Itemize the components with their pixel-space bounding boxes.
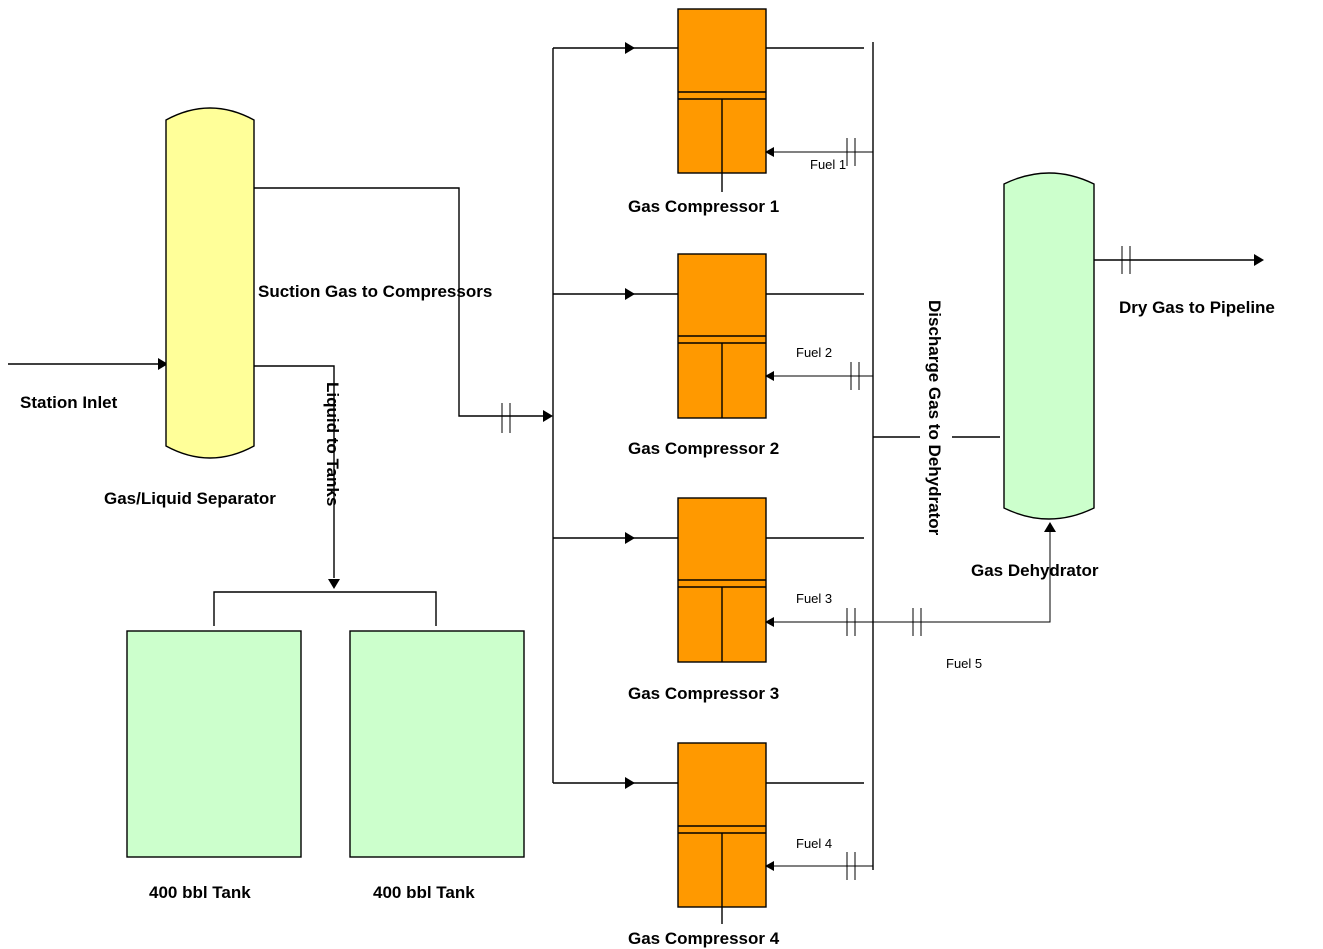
station-inlet-label: Station Inlet bbox=[20, 393, 118, 412]
fuel-arrow-5 bbox=[1044, 522, 1056, 532]
gas-compressor-1 bbox=[677, 8, 767, 192]
suction-arrow-1 bbox=[625, 42, 635, 54]
tank-manifold-line bbox=[213, 591, 437, 626]
discharge-gas-label: Discharge Gas to Dehydrator bbox=[925, 300, 944, 536]
compressor-2-label: Gas Compressor 2 bbox=[628, 439, 779, 458]
compressor-4-label: Gas Compressor 4 bbox=[628, 929, 780, 948]
gas-compressor-3 bbox=[677, 497, 767, 663]
fuel-arrow-2 bbox=[765, 371, 774, 381]
liquid-outlet-line bbox=[254, 365, 335, 578]
fuel-2-label: Fuel 2 bbox=[796, 345, 832, 360]
dehydrator-label: Gas Dehydrator bbox=[971, 561, 1099, 580]
fuel-arrow-1 bbox=[765, 147, 774, 157]
dry-gas-label: Dry Gas to Pipeline bbox=[1119, 298, 1275, 317]
compressor-3-label: Gas Compressor 3 bbox=[628, 684, 779, 703]
suction-arrow-3 bbox=[625, 532, 635, 544]
separator-gas-outlet-line bbox=[254, 187, 545, 417]
suction-arrow-2 bbox=[625, 288, 635, 300]
liquid-to-tanks-label: Liquid to Tanks bbox=[323, 382, 342, 506]
fuel-5-label: Fuel 5 bbox=[946, 656, 982, 671]
fuel-arrow-4 bbox=[765, 861, 774, 871]
suction-arrow-4 bbox=[625, 777, 635, 789]
separator-label: Gas/Liquid Separator bbox=[104, 489, 276, 508]
liquid-outlet-arrow bbox=[328, 579, 340, 589]
compressor-1-label: Gas Compressor 1 bbox=[628, 197, 779, 216]
fuel-3-label: Fuel 3 bbox=[796, 591, 832, 606]
gas-liquid-separator bbox=[165, 107, 255, 459]
fuel-4-label: Fuel 4 bbox=[796, 836, 832, 851]
tank-1 bbox=[126, 630, 302, 858]
tank-2-label: 400 bbl Tank bbox=[373, 883, 475, 902]
fuel-line-3-5 bbox=[773, 530, 1051, 623]
suction-gas-label: Suction Gas to Compressors bbox=[258, 282, 492, 301]
tank-1-label: 400 bbl Tank bbox=[149, 883, 251, 902]
gas-compressor-4 bbox=[677, 742, 767, 924]
fuel-1-label: Fuel 1 bbox=[810, 157, 846, 172]
station-inlet-arrow bbox=[158, 358, 168, 370]
suction-header-arrow bbox=[543, 410, 553, 422]
gas-dehydrator bbox=[1003, 172, 1095, 520]
tank-2 bbox=[349, 630, 525, 858]
dry-gas-arrow bbox=[1254, 254, 1264, 266]
gas-compressor-2 bbox=[677, 253, 767, 419]
fuel-arrow-3 bbox=[765, 617, 774, 627]
